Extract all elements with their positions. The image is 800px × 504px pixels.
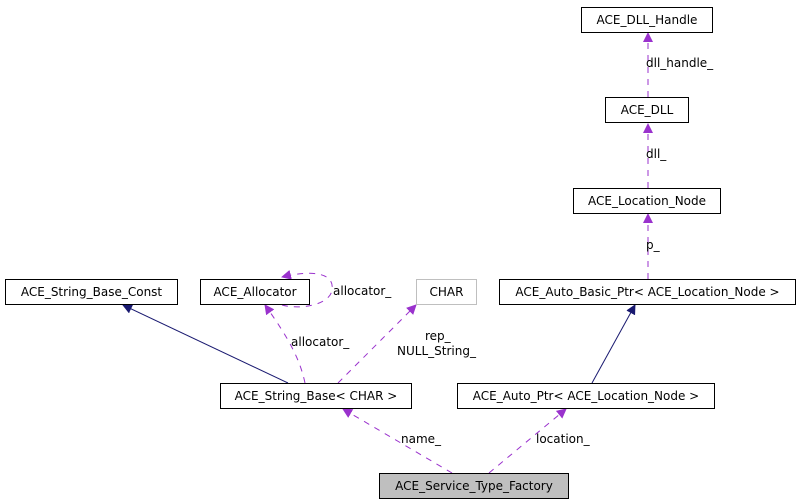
- node-ace-location-node[interactable]: ACE_Location_Node: [573, 188, 721, 214]
- label-allocator: allocator_: [291, 335, 350, 349]
- label-rep: rep_: [425, 329, 451, 343]
- node-ace-string-base[interactable]: ACE_String_Base< CHAR >: [220, 383, 412, 409]
- node-ace-allocator[interactable]: ACE_Allocator: [200, 279, 310, 305]
- node-ace-dll[interactable]: ACE_DLL: [605, 97, 689, 123]
- label-allocator-self: allocator_: [333, 284, 392, 298]
- node-ace-dll-handle[interactable]: ACE_DLL_Handle: [581, 7, 713, 33]
- edge-name: [342, 408, 453, 474]
- node-ace-service-type-factory: ACE_Service_Type_Factory: [379, 473, 569, 499]
- node-char: CHAR: [416, 279, 477, 305]
- label-location: location_: [536, 432, 590, 446]
- edge-inherit-string-base-const: [122, 304, 289, 384]
- edge-allocator: [264, 304, 306, 384]
- label-p: p_: [646, 238, 660, 252]
- edge-inherit-auto-basic-ptr: [591, 304, 636, 384]
- label-name: name_: [401, 432, 442, 446]
- label-null-string: NULL_String_: [397, 344, 476, 358]
- node-ace-auto-basic-ptr[interactable]: ACE_Auto_Basic_Ptr< ACE_Location_Node >: [499, 279, 796, 305]
- label-dll: dll_: [646, 147, 667, 161]
- node-ace-string-base-const[interactable]: ACE_String_Base_Const: [5, 279, 178, 305]
- label-dll-handle: dll_handle_: [646, 56, 714, 70]
- node-ace-auto-ptr[interactable]: ACE_Auto_Ptr< ACE_Location_Node >: [457, 383, 715, 409]
- edge-location: [488, 408, 567, 474]
